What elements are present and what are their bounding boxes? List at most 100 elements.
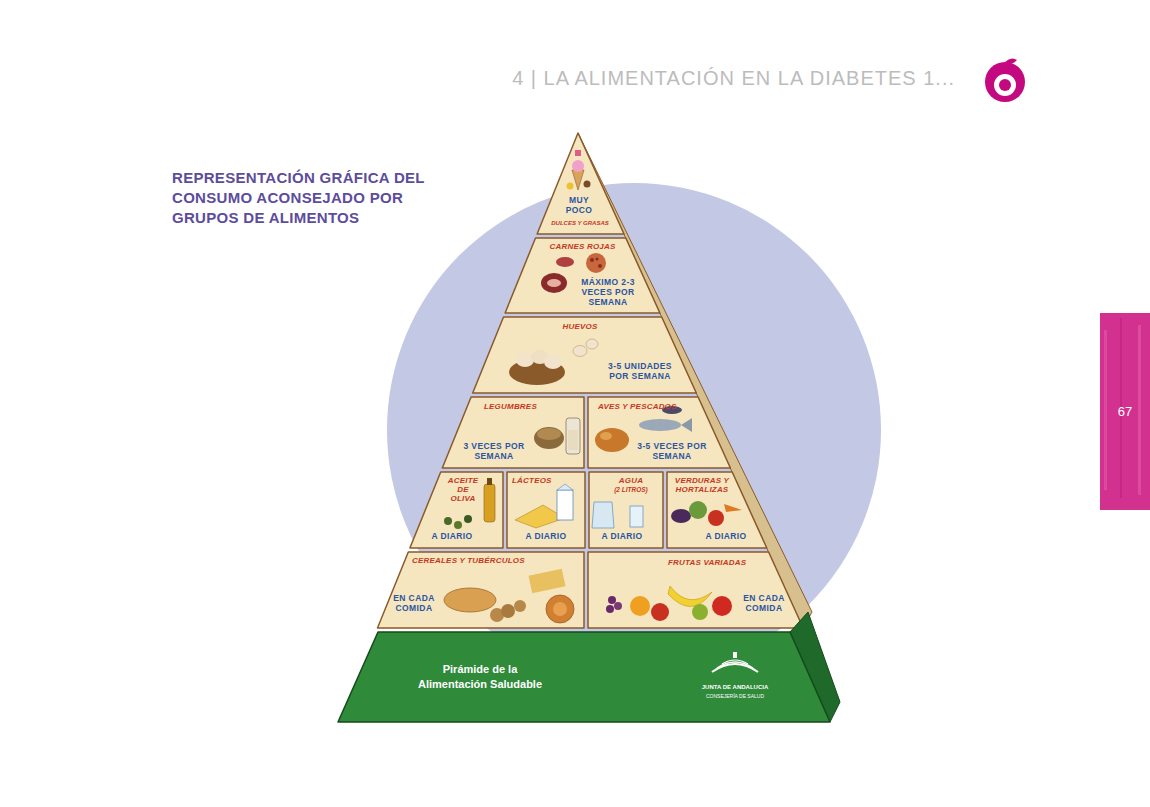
text: LÁCTEOS [512, 476, 552, 485]
text-block: 3-5 VECES POR SEMANA [632, 442, 712, 462]
red-meat [598, 264, 602, 268]
olive-oil [444, 517, 452, 525]
text: A DIARIO [525, 531, 566, 541]
poultry-fish [595, 406, 692, 452]
food-group-cell: CARNES ROJASMÁXIMO 2-3 VECES POR SEMANA [503, 236, 662, 315]
text: JUNTA DE ANDALUCIA [702, 684, 768, 690]
red-meat [541, 253, 606, 293]
text: CONSEJERÍA DE SALUD [706, 693, 764, 699]
text-block: LEGUMBRES [484, 402, 574, 411]
food-group-cell: MUY POCODULCES Y GRASAS [535, 131, 626, 236]
text-block: A DIARIO [516, 532, 576, 542]
cell-shape [588, 552, 803, 628]
text-block: (2 LITROS) [605, 486, 657, 493]
page-tab [1138, 325, 1141, 495]
olive-oil [487, 478, 492, 485]
legumes [534, 418, 580, 454]
eggs [544, 355, 562, 369]
fruits [668, 586, 712, 607]
dairy [557, 484, 573, 490]
text-block: A DIARIO [424, 532, 480, 542]
text: 3-5 VECES POR SEMANA [637, 441, 706, 461]
sweets [567, 150, 591, 190]
red-meat [595, 257, 598, 260]
text-block: ACEITE DE OLIVA [444, 476, 482, 504]
government-logo [733, 652, 737, 658]
sweets [572, 170, 584, 190]
cereals-tubers [553, 602, 567, 616]
fruits [606, 605, 614, 613]
text-block: 3-5 UNIDADES POR SEMANA [600, 362, 680, 382]
text-block: JUNTA DE ANDALUCIA [695, 684, 775, 691]
text-block: VERDURAS Y HORTALIZAS [672, 476, 732, 494]
water [630, 506, 643, 527]
eggs [573, 346, 587, 357]
poultry-fish [662, 406, 682, 414]
sweets [572, 160, 584, 172]
dairy [557, 490, 573, 520]
text-block: A DIARIO [592, 532, 652, 542]
fruits [608, 596, 616, 604]
text: 67 [1118, 404, 1132, 419]
page-tab [1104, 330, 1107, 490]
pyramid-side-face [578, 133, 812, 628]
sweets [567, 183, 574, 190]
vegetables [689, 501, 707, 519]
text: MÁXIMO 2-3 VECES POR SEMANA [581, 277, 635, 307]
text: Pirámide de la Alimentación Saludable [418, 663, 542, 690]
cell-shape [667, 472, 767, 548]
poultry-fish [595, 428, 629, 452]
olive-oil [464, 515, 472, 523]
text-block: FRUTAS VARIADAS [668, 558, 763, 567]
red-meat [590, 258, 594, 262]
page-tab [1100, 313, 1150, 510]
text: AVES Y PESCADOS [598, 402, 677, 411]
cereals-tubers [514, 600, 526, 612]
cereals-tubers [529, 569, 566, 594]
fruits [630, 596, 650, 616]
page-tab [1100, 313, 1150, 510]
text: FRUTAS VARIADAS [668, 558, 746, 567]
text: REPRESENTACIÓN GRÁFICA DEL CONSUMO ACONS… [172, 169, 425, 226]
text-block: CONSEJERÍA DE SALUD [690, 694, 780, 700]
olive-oil [484, 484, 495, 522]
vegetables [671, 501, 742, 526]
red-meat [556, 257, 574, 267]
text-block: LÁCTEOS [512, 476, 572, 485]
sweets [584, 181, 591, 188]
text: ACEITE DE OLIVA [448, 476, 479, 503]
eggs [509, 339, 598, 385]
cell-shape [507, 472, 585, 548]
text: LEGUMBRES [484, 402, 537, 411]
text: CEREALES Y TUBÉRCULOS [412, 556, 525, 565]
text: EN CADA COMIDA [743, 593, 785, 613]
eggs [586, 339, 598, 349]
government-logo [717, 662, 753, 668]
legumes [534, 427, 564, 449]
cell-shape [473, 317, 697, 393]
pyramid-side-face [578, 133, 812, 628]
red-meat [586, 253, 606, 273]
text: A DIARIO [601, 531, 642, 541]
apple-icon [999, 79, 1011, 91]
fruits [606, 586, 732, 621]
text-block: MUY POCO [558, 196, 600, 216]
text: AGUA [619, 476, 643, 485]
fruits [614, 602, 622, 610]
text: A DIARIO [705, 531, 746, 541]
fruits [692, 604, 708, 620]
legumes [566, 418, 580, 454]
text: VERDURAS Y HORTALIZAS [675, 476, 729, 494]
poultry-fish [681, 418, 692, 432]
apple-icon [985, 58, 1025, 102]
olive-oil [444, 478, 495, 529]
cereals-tubers [444, 569, 574, 623]
text-block: AVES Y PESCADOS [598, 402, 693, 411]
legumes [568, 430, 578, 450]
fruits [651, 603, 669, 621]
government-logo [712, 652, 758, 672]
water [592, 502, 614, 528]
cell-shape [537, 133, 624, 234]
